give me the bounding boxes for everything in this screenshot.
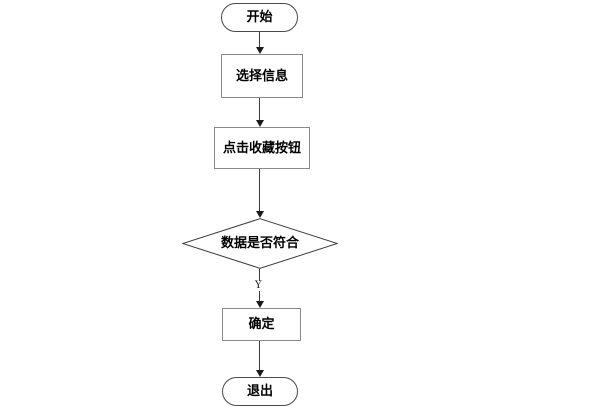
edge-line — [259, 169, 260, 212]
arrowhead-down-icon — [255, 301, 264, 308]
arrowhead-down-icon — [255, 211, 264, 218]
flow-edge-label-yes: Y — [254, 280, 263, 291]
diamond-icon — [182, 218, 338, 269]
edge-line — [259, 98, 260, 121]
flow-node-click-favorite-button[interactable]: 点击收藏按钮 — [214, 127, 310, 169]
flow-node-data-valid-decision[interactable]: 数据是否符合 — [182, 218, 338, 269]
flow-node-exit-label: 退出 — [246, 384, 273, 399]
arrowhead-down-icon — [255, 47, 264, 54]
flow-node-confirm-label: 确定 — [248, 317, 275, 332]
edge-line — [259, 341, 260, 371]
flow-node-confirm[interactable]: 确定 — [222, 308, 301, 341]
arrowhead-down-icon — [255, 120, 264, 127]
flow-node-click-favorite-button-label: 点击收藏按钮 — [222, 140, 301, 156]
flow-node-select-info-label: 选择信息 — [235, 68, 288, 84]
flow-node-start-label: 开始 — [246, 10, 273, 25]
flow-node-exit[interactable]: 退出 — [222, 377, 298, 406]
flow-node-select-info[interactable]: 选择信息 — [221, 54, 303, 98]
flow-node-start[interactable]: 开始 — [221, 3, 298, 32]
flow-node-data-valid-decision-label: 数据是否符合 — [220, 236, 299, 251]
edge-line — [259, 32, 260, 48]
arrowhead-down-icon — [255, 370, 264, 377]
